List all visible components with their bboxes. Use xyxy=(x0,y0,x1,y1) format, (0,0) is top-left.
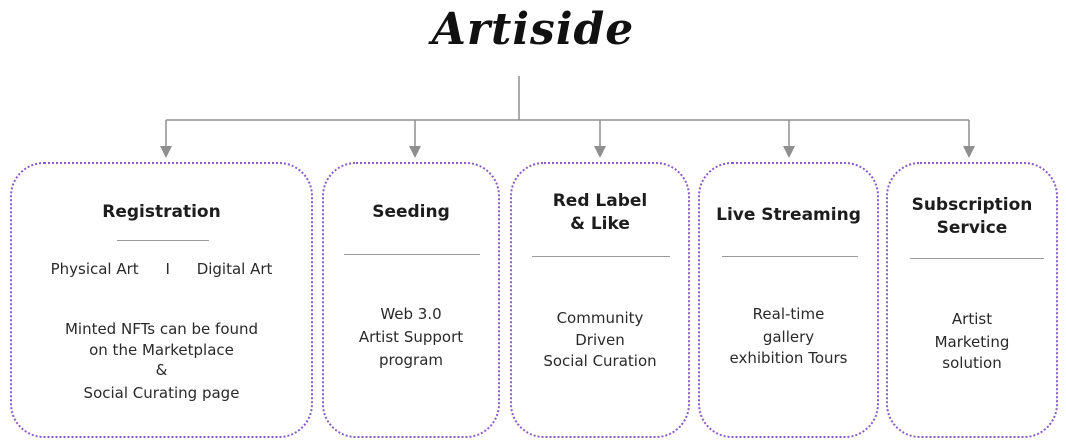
digital-art-label: Digital Art xyxy=(196,260,273,278)
card-subscription-service: Subscription Service Artist Marketing so… xyxy=(886,162,1058,438)
card-red-label-like: Red Label & Like Community Driven Social… xyxy=(510,162,690,438)
card-line: Social Curating page xyxy=(83,384,240,402)
card-line: Artist Support xyxy=(358,328,464,346)
card-line: Minted NFTs can be found xyxy=(64,320,259,338)
card-line: solution xyxy=(942,354,1002,372)
card-title: Red Label & Like xyxy=(552,191,648,234)
card-line: Driven xyxy=(575,331,625,349)
card-line: Web 3.0 xyxy=(380,305,442,323)
card-divider xyxy=(344,254,480,255)
card-line: Social Curation xyxy=(543,352,657,370)
card-live-streaming: Live Streaming Real-time gallery exhibit… xyxy=(698,162,879,438)
card-title: Seeding xyxy=(372,202,450,222)
separator: I xyxy=(165,260,170,278)
card-line: Artist xyxy=(951,310,993,328)
card-line: program xyxy=(378,351,444,369)
card-divider xyxy=(117,240,209,241)
card-line: gallery xyxy=(762,328,815,346)
card-divider xyxy=(532,256,670,257)
card-registration: Registration Physical Art I Digital Art … xyxy=(10,162,313,438)
card-title: Subscription Service xyxy=(911,195,1033,238)
card-divider xyxy=(722,256,858,257)
card-divider xyxy=(910,258,1044,259)
card-line: & xyxy=(155,361,168,379)
card-title: Live Streaming xyxy=(716,205,861,225)
card-line: on the Marketplace xyxy=(89,341,234,359)
artiside-logo: Artiside xyxy=(431,4,635,55)
physical-art-label: Physical Art xyxy=(50,260,139,278)
card-line: Community xyxy=(556,309,644,327)
card-title: Registration xyxy=(102,202,221,222)
card-line: Real-time xyxy=(752,305,825,323)
card-line: Marketing xyxy=(934,333,1010,351)
card-line: exhibition Tours xyxy=(729,349,848,367)
art-type-row: Physical Art I Digital Art xyxy=(12,260,311,278)
card-seeding: Seeding Web 3.0 Artist Support program xyxy=(322,162,500,438)
